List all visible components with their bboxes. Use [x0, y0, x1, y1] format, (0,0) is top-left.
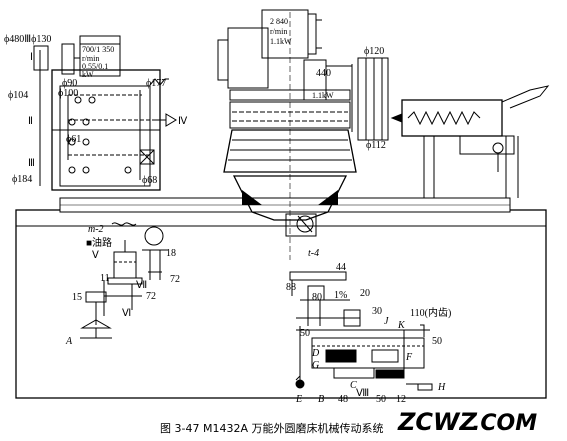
headstock — [39, 50, 177, 191]
label-gear-30: 30 — [372, 306, 382, 317]
label-gear-12: 12 — [396, 394, 406, 405]
label-shaft-ii: Ⅱ — [28, 116, 33, 127]
label-d184: ϕ184 — [12, 174, 32, 185]
headstock-motor — [33, 35, 121, 77]
label-d480-130: ϕ480Ⅲϕ130 — [4, 34, 51, 45]
watermark-com: .COM — [472, 411, 537, 436]
label-d100: ϕ100 — [58, 88, 78, 99]
label-gear-48: 48 — [338, 394, 348, 405]
label-d90: ϕ90 — [62, 78, 77, 89]
top-motor-speed: 2 840 — [270, 17, 288, 26]
label-t4: t-4 — [308, 248, 319, 259]
label-shaft-v: Ⅴ — [92, 250, 99, 261]
label-d61: ϕ61 — [66, 134, 81, 145]
headstock-motor-power: 0.55/0.1 — [82, 62, 108, 71]
label-gear-50b: 50 — [432, 336, 442, 347]
hydraulic-mechanism — [80, 222, 168, 339]
feed-gearbox — [289, 271, 433, 391]
label-j: J — [384, 316, 389, 327]
label-shaft-viii: Ⅷ — [356, 388, 369, 399]
label-gear-18: 18 — [166, 248, 176, 259]
label-gear-15: 15 — [72, 292, 82, 303]
label-shaft-iv: Ⅳ — [178, 116, 188, 127]
label-e: E — [295, 394, 302, 405]
label-f: F — [405, 352, 413, 363]
machine-bed — [15, 197, 547, 399]
label-d120: ϕ120 — [364, 46, 384, 57]
label-gear-72b: 72 — [146, 291, 156, 302]
wheelhead-motor-unit: 1.1kW — [312, 91, 334, 100]
label-d177: ϕ177 — [146, 78, 166, 89]
watermark-zcwz: ZCWZ — [397, 408, 477, 436]
label-d112: ϕ112 — [366, 140, 386, 151]
label-gear-44: 44 — [336, 262, 346, 273]
label-gear-110: 110(内齿) — [410, 306, 451, 319]
label-g: G — [312, 360, 319, 371]
top-motor — [261, 9, 352, 101]
label-gear-20: 20 — [360, 288, 370, 299]
tailstock — [390, 85, 550, 199]
label-shaft-vii: Ⅶ — [136, 280, 147, 291]
label-d104: ϕ104 — [8, 90, 28, 101]
top-motor-speed-unit: r/min — [270, 27, 287, 36]
headstock-motor-speed: 700/1 350 — [82, 45, 114, 54]
label-gear-50c: 50 — [376, 394, 386, 405]
label-gear-80: 80 — [312, 292, 322, 303]
label-k: K — [397, 320, 406, 331]
label-gear-11: 11 — [100, 273, 110, 284]
label-m2: m-2 — [88, 224, 104, 235]
wheel-head — [217, 12, 357, 260]
label-c: C — [350, 380, 357, 391]
headstock-motor-speed-unit: r/min — [82, 54, 99, 63]
headstock-motor-power-unit: kW — [82, 70, 94, 79]
label-gear-50a: 50 — [300, 328, 310, 339]
label-oil-circuit: ■油路 — [86, 236, 112, 249]
label-shaft-vi: Ⅵ — [122, 308, 131, 319]
top-motor-power: 1.1kW — [270, 37, 292, 46]
label-d: D — [311, 348, 320, 359]
label-d68: ϕ68 — [142, 175, 157, 186]
label-shaft-iii: Ⅲ — [28, 158, 35, 169]
label-gear-1pct: 1% — [334, 290, 347, 301]
label-shaft-i: Ⅰ — [30, 52, 33, 63]
label-gear-88: 88 — [286, 282, 296, 293]
label-h: H — [437, 382, 446, 393]
label-gear-72a: 72 — [170, 274, 180, 285]
figure-caption: 图 3-47 M1432A 万能外圆磨床机械传动系统 — [160, 421, 383, 435]
wheel-pulley — [351, 57, 389, 141]
label-wheelhead-power: 440 — [316, 68, 331, 79]
label-a: A — [65, 336, 73, 347]
label-b: B — [318, 394, 324, 405]
